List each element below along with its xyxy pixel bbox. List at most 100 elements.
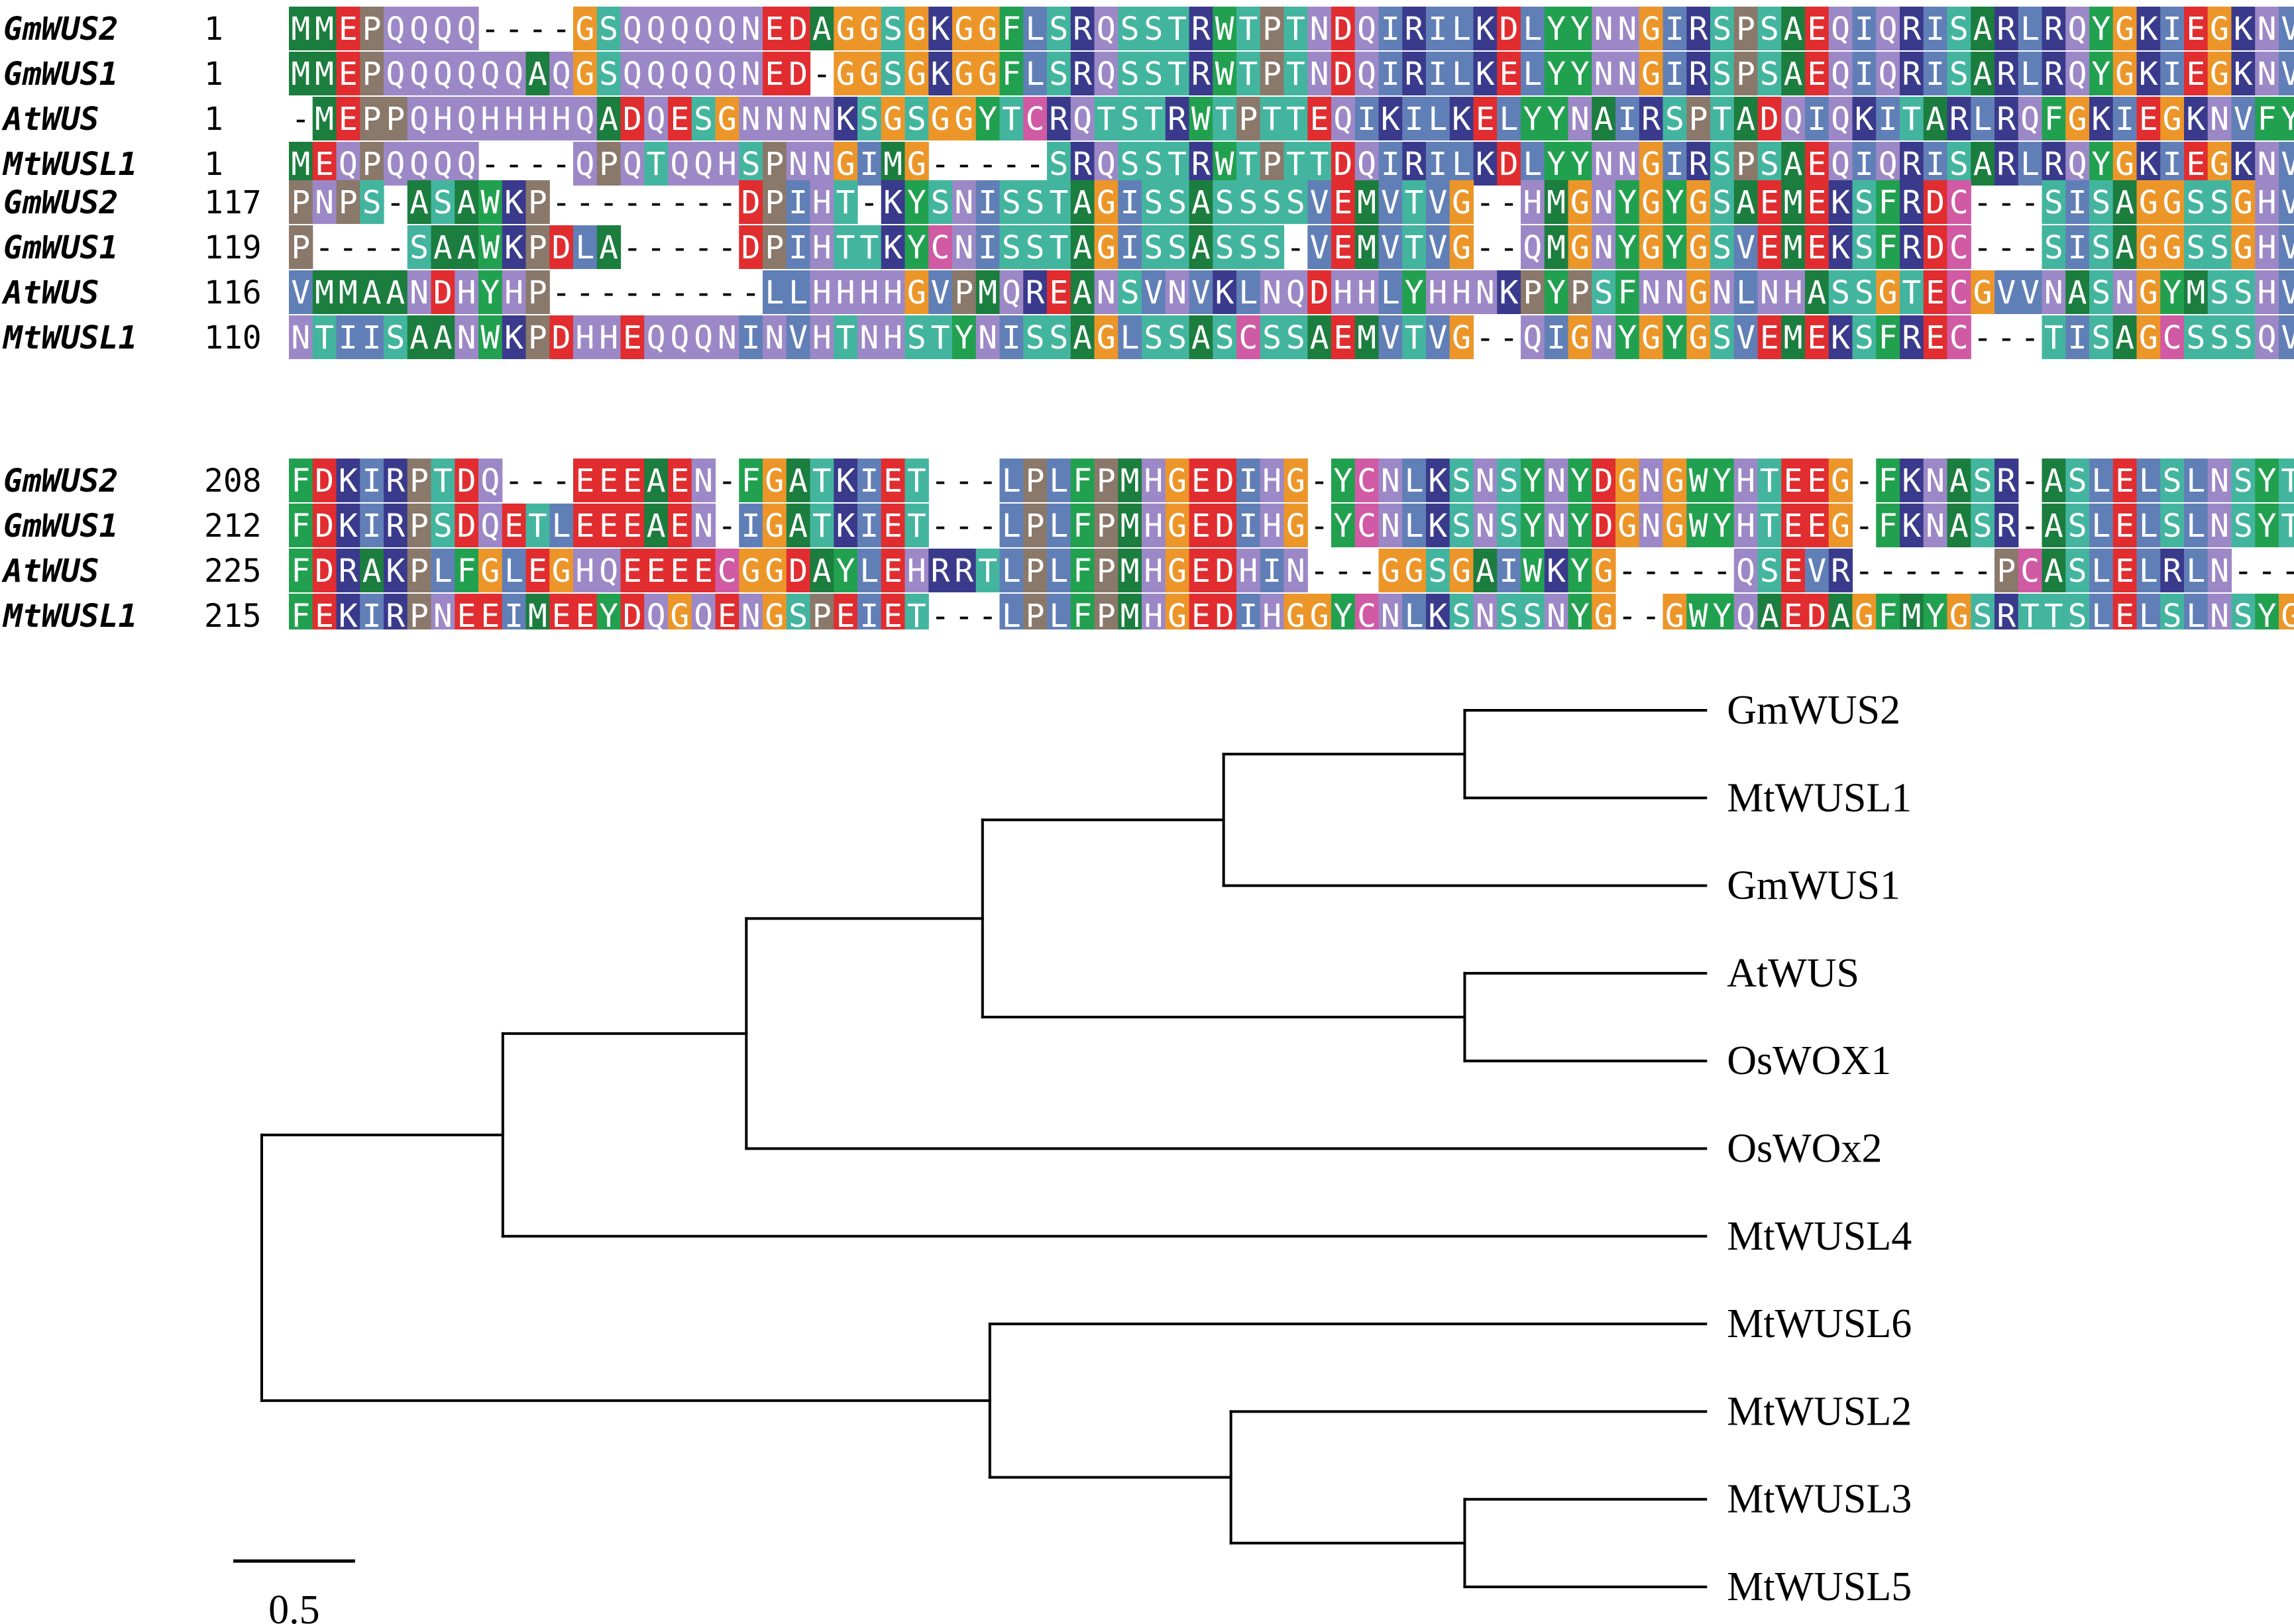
residue-cell (2255, 7, 2279, 50)
residue-letter: K (1902, 508, 1921, 545)
residue-cell (881, 97, 906, 140)
residue-cell (1639, 97, 1664, 140)
residue-letter: Q (433, 146, 453, 183)
residue-cell (596, 52, 622, 95)
residue-letter: R (1949, 101, 1969, 138)
residue-cell (1047, 142, 1071, 186)
residue-letter: L (1049, 553, 1068, 590)
residue-cell (2018, 52, 2043, 95)
residue-letter: M (1784, 184, 1803, 221)
residue-letter: E (1807, 229, 1826, 266)
residue-letter: C (1949, 229, 1969, 266)
tree-leaf-labels: GmWUS2MtWUSL1GmWUS1AtWUSOsWOX1OsWOx2MtWU… (1727, 688, 1912, 1609)
residue-letter: A (1973, 11, 1993, 48)
residue-letter: S (2091, 274, 2110, 311)
residue-letter: M (1547, 184, 1566, 221)
residue-letter: K (2139, 146, 2158, 183)
residue-letter: S (1215, 319, 1234, 356)
residue-letter: S (1712, 184, 1731, 221)
residue-letter: - (1855, 508, 1874, 545)
residue-cell (1378, 52, 1403, 95)
residue-letter: A (1926, 101, 1945, 138)
residue-letter: S (1500, 598, 1519, 629)
residue-cell (1189, 52, 1213, 95)
residue-letter: Q (694, 11, 713, 48)
residue-letter: E (670, 508, 689, 545)
residue-letter: Q (647, 101, 666, 138)
residue-letter: K (1831, 319, 1850, 356)
residue-letter: A (812, 11, 832, 48)
residue-cell (1757, 7, 1782, 50)
residue-letter: A (2115, 184, 2134, 221)
residue-letter: S (2068, 508, 2087, 545)
residue-letter: N (1476, 274, 1495, 311)
residue-letter: E (836, 598, 855, 629)
residue-letter: A (1973, 146, 1993, 183)
residue-letter: P (362, 56, 382, 93)
residue-letter: G (1641, 229, 1661, 266)
residue-letter: - (978, 598, 997, 629)
residue-letter: Q (1879, 146, 1898, 183)
residue-cell (1094, 52, 1119, 95)
residue-letter: S (741, 146, 761, 183)
residue-letter: - (812, 56, 832, 93)
residue-letter: Y (907, 229, 926, 266)
residue-cell (810, 7, 834, 50)
residue-letter: H (1262, 508, 1282, 545)
residue-letter: S (2068, 462, 2087, 500)
residue-letter: S (1760, 11, 1779, 48)
residue-letter: - (931, 508, 950, 545)
residue-letter: Q (339, 146, 358, 183)
residue-letter: - (1500, 319, 1519, 356)
residue-cell (904, 97, 929, 140)
residue-letter: G (1381, 553, 1400, 590)
residue-letter: T (1405, 184, 1424, 221)
scale-bar-label: 0.5 (268, 1588, 320, 1624)
residue-letter: G (575, 11, 594, 48)
residue-letter: V (2281, 56, 2294, 93)
residue-letter: Q (480, 56, 500, 93)
residue-letter: D (1926, 229, 1945, 266)
residue-letter: D (1333, 11, 1352, 48)
residue-letter: Y (907, 184, 926, 221)
residue-letter: V (2281, 184, 2294, 221)
residue-letter: H (1452, 274, 1471, 311)
residue-letter: V (1310, 229, 1329, 266)
residue-letter: P (1097, 598, 1116, 629)
residue-letter: - (1689, 553, 1708, 590)
residue-cell (2207, 7, 2232, 50)
residue-letter: G (1949, 598, 1969, 629)
residue-letter: E (1784, 508, 1803, 545)
residue-letter: G (1452, 553, 1471, 590)
residue-letter: H (1333, 274, 1352, 311)
residue-letter: - (2258, 553, 2277, 590)
residue-letter: T (1144, 101, 1163, 138)
residue-letter: H (480, 101, 500, 138)
residue-letter: Q (575, 101, 594, 138)
residue-cell (1615, 97, 1640, 140)
residue-letter: L (1002, 462, 1021, 500)
residue-letter: R (1168, 101, 1187, 138)
sequence-start-position: 225 (204, 553, 262, 590)
residue-letter: M (1547, 229, 1566, 266)
residue-letter: F (1879, 598, 1898, 629)
residue-letter: I (339, 319, 358, 356)
residue-letter: N (1665, 274, 1684, 311)
residue-letter: T (2281, 462, 2294, 500)
residue-cell (1118, 7, 1142, 50)
residue-cell (1449, 7, 1474, 50)
residue-letter: Y (1712, 508, 1731, 545)
residue-cell (1449, 142, 1474, 186)
residue-letter: I (1381, 56, 1400, 93)
residue-letter: P (1262, 56, 1282, 93)
residue-cell (1544, 97, 1569, 140)
residue-cell (715, 52, 739, 95)
residue-letter: E (339, 101, 358, 138)
residue-letter: L (2091, 598, 2110, 629)
residue-letter: N (694, 508, 713, 545)
residue-letter: C (1238, 319, 1258, 356)
residue-letter: E (1784, 598, 1803, 629)
residue-letter: A (599, 229, 618, 266)
tree-leaf-label: MtWUSL2 (1727, 1389, 1912, 1434)
residue-cell (1284, 7, 1308, 50)
